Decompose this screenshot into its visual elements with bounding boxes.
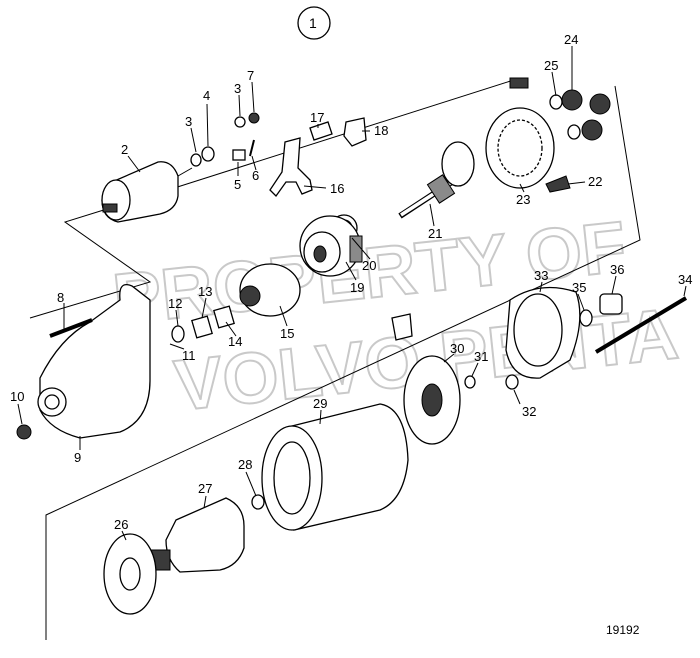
label-20: 20 xyxy=(362,258,376,273)
label-6: 6 xyxy=(252,168,259,183)
label-30: 30 xyxy=(450,341,464,356)
view-number: 1 xyxy=(309,15,317,31)
intermediate-plate xyxy=(103,533,157,615)
drive-end-housing xyxy=(37,283,151,439)
shift-fork-lever xyxy=(269,137,313,198)
through-bolt xyxy=(594,296,688,354)
thrust-washer xyxy=(251,494,265,510)
drive-shaft xyxy=(398,141,475,219)
planet-gears xyxy=(509,77,611,141)
ring-gear xyxy=(485,107,555,189)
screw-32 xyxy=(505,374,519,390)
pinion-spacers xyxy=(171,305,235,343)
fork-pivot-parts xyxy=(309,117,367,147)
solenoid-switch xyxy=(101,161,193,223)
label-9: 9 xyxy=(74,450,81,465)
commutator-end-cover xyxy=(505,286,581,379)
label-7: 7 xyxy=(247,68,254,83)
label-28: 28 xyxy=(238,457,252,472)
label-15: 15 xyxy=(280,326,294,341)
label-25: 25 xyxy=(544,58,558,73)
rubber-block xyxy=(545,175,571,193)
end-washer xyxy=(579,309,593,327)
drawing-number: 19192 xyxy=(606,623,640,637)
label-4: 4 xyxy=(203,88,210,103)
small-fasteners xyxy=(190,112,260,167)
label-32: 32 xyxy=(522,404,536,419)
label-26: 26 xyxy=(114,517,128,532)
label-23: 23 xyxy=(516,192,530,207)
label-2: 2 xyxy=(121,142,128,157)
field-frame xyxy=(261,403,409,531)
leader-lines xyxy=(17,46,687,541)
label-27: 27 xyxy=(198,481,212,496)
label-24: 24 xyxy=(564,32,578,47)
label-31: 31 xyxy=(474,349,488,364)
drive-housing xyxy=(299,215,363,277)
label-35: 35 xyxy=(572,280,586,295)
brush-holder-plate xyxy=(391,313,461,445)
label-34: 34 xyxy=(678,272,692,287)
label-14: 14 xyxy=(228,334,242,349)
label-10: 10 xyxy=(10,389,24,404)
view-number-badge: 1 xyxy=(297,6,331,40)
label-3b: 3 xyxy=(234,81,241,96)
label-13: 13 xyxy=(198,284,212,299)
label-19: 19 xyxy=(350,280,364,295)
label-8: 8 xyxy=(57,290,64,305)
label-12: 12 xyxy=(168,296,182,311)
label-18: 18 xyxy=(374,123,388,138)
label-16: 16 xyxy=(330,181,344,196)
circlip xyxy=(464,375,476,389)
mounting-bolt xyxy=(49,318,93,338)
armature xyxy=(149,497,245,573)
part-labels: 2 3 3 4 5 6 7 8 9 10 11 12 13 14 15 16 1… xyxy=(10,32,692,532)
label-5: 5 xyxy=(234,177,241,192)
end-bushing xyxy=(599,293,623,315)
label-3a: 3 xyxy=(185,114,192,129)
bushing xyxy=(16,424,32,440)
label-33: 33 xyxy=(534,268,548,283)
label-17: 17 xyxy=(310,110,324,125)
drive-pinion xyxy=(239,263,301,317)
label-29: 29 xyxy=(313,396,327,411)
label-36: 36 xyxy=(610,262,624,277)
label-22: 22 xyxy=(588,174,602,189)
label-11: 11 xyxy=(182,348,196,363)
label-21: 21 xyxy=(428,226,442,241)
